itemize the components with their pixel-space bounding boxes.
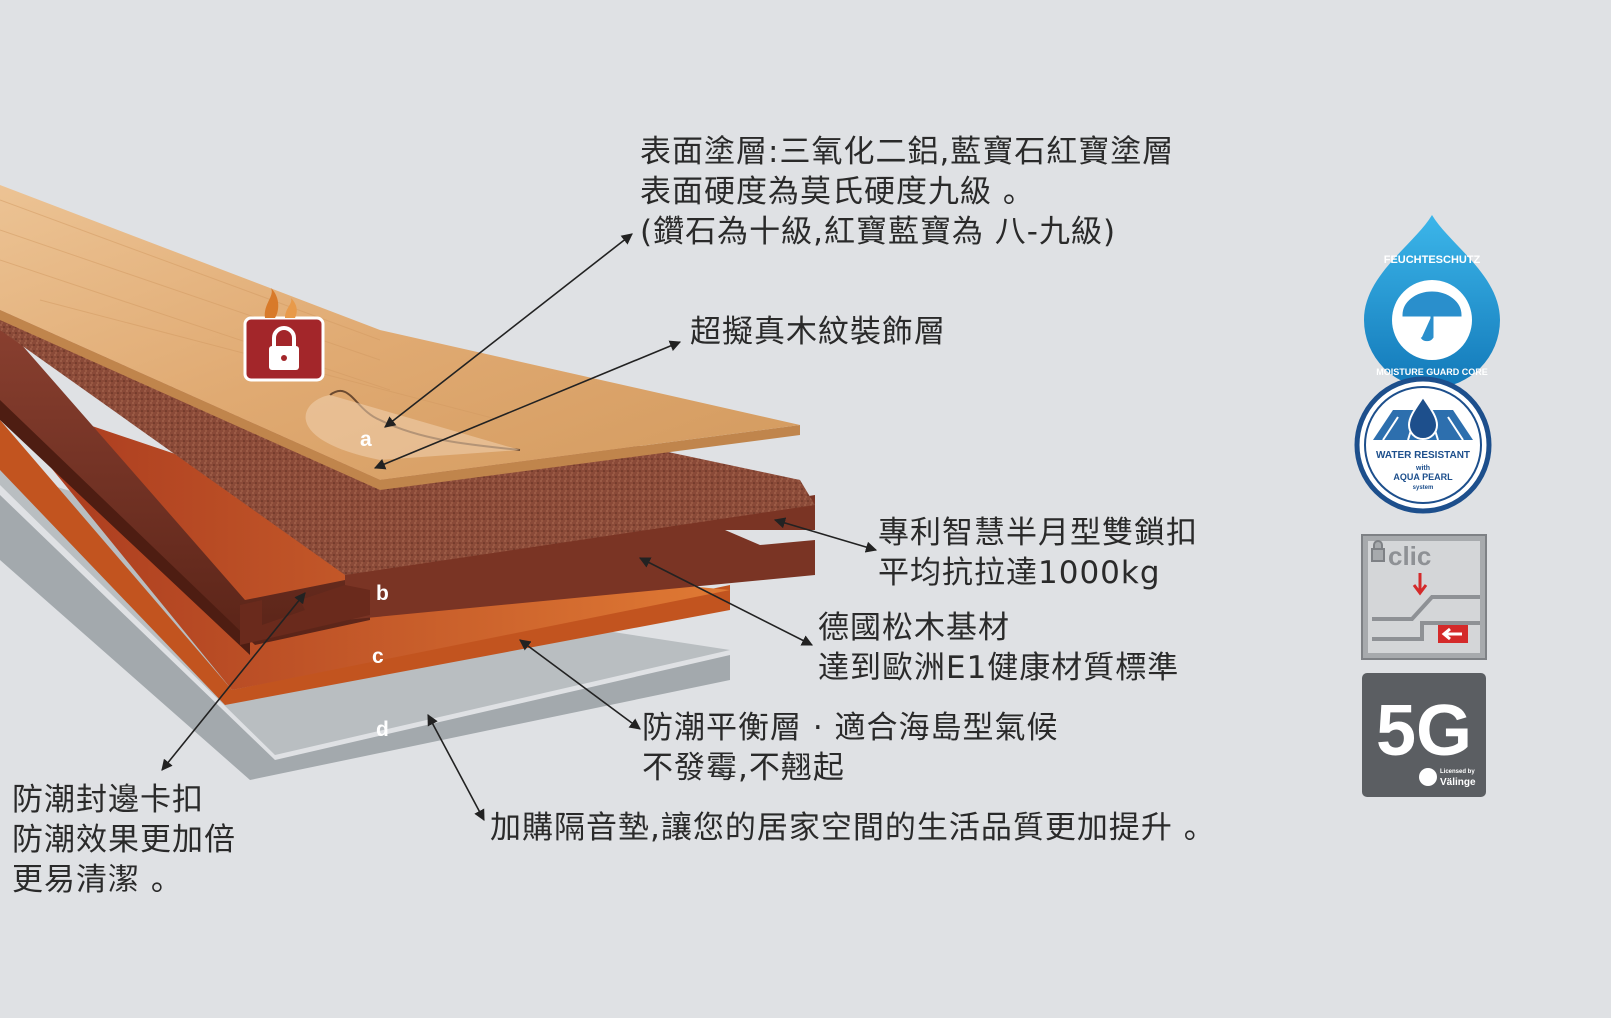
label-lock-line2: 平均抗拉達1000kg [878, 553, 1198, 593]
clic-lock-icon [1372, 541, 1384, 561]
label-core-line1: 德國松木基材 [818, 608, 1179, 648]
label-core-line2: 達到歐洲E1健康材質標準 [818, 648, 1179, 688]
label-balance-line2: 不發霉,不翹起 [642, 748, 1059, 788]
5g-badge-small2: Välinge [1440, 777, 1476, 788]
moisture-badge-bottom: MOISTURE GUARD CORE [1376, 367, 1488, 377]
label-coating-line3: (鑽石為十級,紅寶藍寶為 八-九級) [640, 212, 1174, 252]
label-edge-line1: 防潮封邊卡扣 [12, 780, 236, 820]
moisture-guard-badge: FEUCHTESCHUTZ MOISTURE GUARD CORE [1364, 215, 1500, 388]
label-lock: 專利智慧半月型雙鎖扣 平均抗拉達1000kg [878, 513, 1198, 593]
water-resistant-badge: WATER RESISTANT with AQUA PEARL system [1357, 379, 1489, 511]
5g-badge-label: 5G [1376, 691, 1472, 771]
5g-badge-small1: Licensed by [1440, 769, 1475, 775]
label-edge-line2: 防潮效果更加倍 [12, 820, 236, 860]
clic-badge: clic [1362, 535, 1486, 659]
water-badge-line1: WATER RESISTANT [1376, 450, 1470, 461]
label-lock-line1: 專利智慧半月型雙鎖扣 [878, 513, 1198, 553]
label-coating: 表面塗層:三氧化二鋁,藍寶石紅寶塗層 表面硬度為莫氏硬度九級 。 (鑽石為十級,… [640, 132, 1174, 252]
label-decor: 超擬真木紋裝飾層 [690, 312, 946, 352]
valinge-logo-icon [1419, 768, 1437, 786]
label-edge-line3: 更易清潔 。 [12, 860, 236, 900]
label-edge: 防潮封邊卡扣 防潮效果更加倍 更易清潔 。 [12, 780, 236, 900]
moisture-badge-top: FEUCHTESCHUTZ [1384, 254, 1481, 266]
clic-badge-label: clic [1388, 541, 1431, 571]
5g-badge: 5G Licensed by Välinge [1362, 673, 1486, 797]
label-coating-line2: 表面硬度為莫氏硬度九級 。 [640, 172, 1174, 212]
label-underlay-line1: 加購隔音墊,讓您的居家空間的生活品質更加提升 。 [490, 808, 1216, 848]
label-decor-line1: 超擬真木紋裝飾層 [690, 312, 946, 352]
water-badge-line2: with [1415, 465, 1430, 472]
water-badge-line4: system [1413, 485, 1434, 491]
label-coating-line1: 表面塗層:三氧化二鋁,藍寶石紅寶塗層 [640, 132, 1174, 172]
water-badge-line3: AQUA PEARL [1393, 472, 1453, 482]
layer-letter-c: c [372, 645, 384, 669]
label-balance-line1: 防潮平衡層 · 適合海島型氣候 [642, 708, 1059, 748]
label-balance: 防潮平衡層 · 適合海島型氣候 不發霉,不翹起 [642, 708, 1059, 788]
layer-letter-b: b [376, 582, 389, 606]
layer-letter-a: a [360, 428, 372, 452]
layer-letter-d: d [376, 718, 389, 742]
label-underlay: 加購隔音墊,讓您的居家空間的生活品質更加提升 。 [490, 808, 1216, 848]
label-core: 德國松木基材 達到歐洲E1健康材質標準 [818, 608, 1179, 688]
